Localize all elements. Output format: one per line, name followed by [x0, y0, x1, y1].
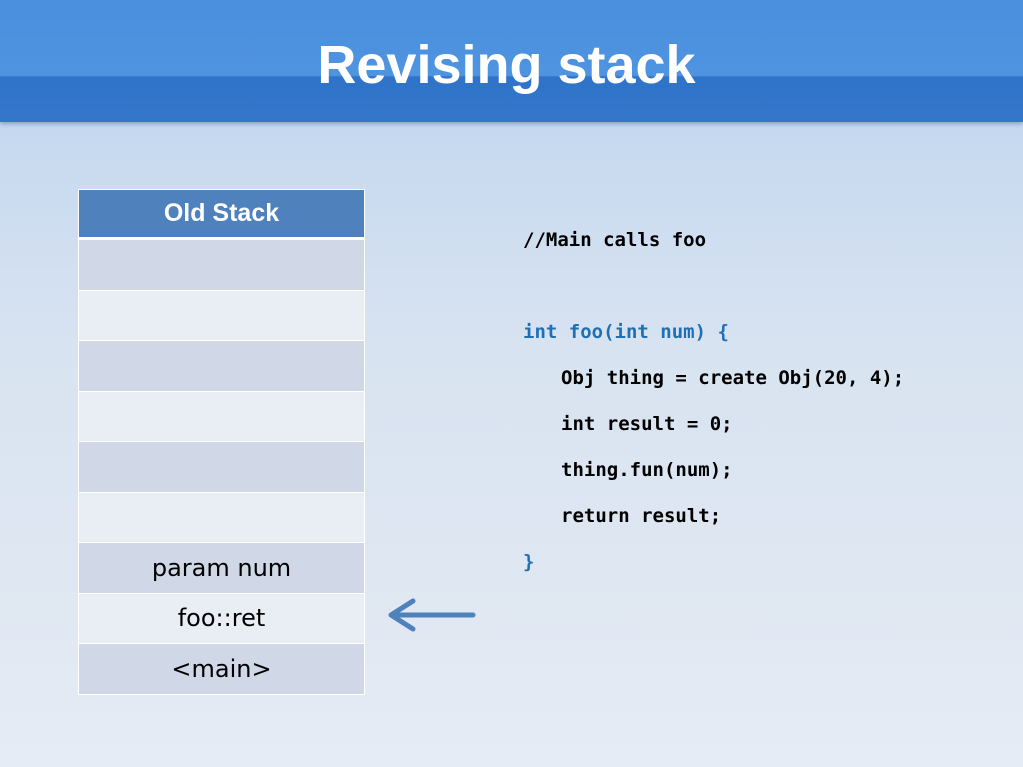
code-comment: //Main calls foo: [523, 229, 707, 251]
stack-cell: [78, 390, 365, 442]
slide-title: Revising stack: [317, 35, 696, 95]
code-signature-line: int foo(int num) {: [523, 314, 904, 360]
code-block: //Main calls foo int foo(int num) { Obj …: [523, 222, 904, 590]
code-signature: int foo(int num): [523, 321, 707, 343]
code-body-line: Obj thing = create Obj(20, 4);: [561, 367, 905, 389]
code-close-brace: }: [523, 551, 535, 573]
stack-pointer-arrow-icon: [388, 598, 476, 632]
stack-cell-param-num: param num: [78, 542, 365, 594]
code-body-line: thing.fun(num);: [561, 459, 733, 481]
stack-cell-main: <main>: [78, 643, 365, 695]
stack-cell: [78, 238, 365, 291]
stack-table-header: Old Stack: [78, 189, 365, 240]
stack-cell: [78, 340, 365, 392]
stack-table: Old Stack param num foo::ret <main>: [78, 189, 365, 695]
code-blank-line: [523, 268, 904, 314]
stack-cell: [78, 289, 365, 341]
stack-cell: [78, 491, 365, 543]
title-bar: Revising stack: [0, 0, 1023, 122]
code-body-line: return result;: [561, 505, 722, 527]
code-open-brace: {: [717, 321, 729, 343]
stack-cell-foo-ret: foo::ret: [78, 592, 365, 644]
stack-cell: [78, 441, 365, 493]
code-body-line: int result = 0;: [561, 413, 733, 435]
